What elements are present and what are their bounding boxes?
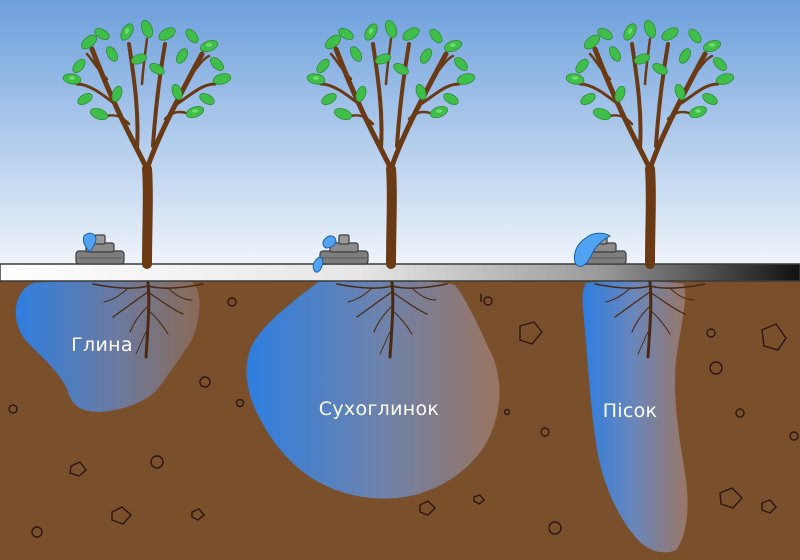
water-bulb-loam — [246, 279, 500, 499]
water-bulb-sand — [582, 280, 688, 553]
water-drop-loam-icon — [312, 235, 337, 273]
label-sand: Пісок — [602, 400, 658, 422]
water-drop-clay-icon — [83, 232, 97, 253]
sky — [0, 0, 800, 270]
soil-pebbles — [8, 294, 799, 538]
label-loam: Сухоглинок — [318, 398, 440, 420]
water-bulb-clay — [15, 279, 200, 412]
label-clay: Глина — [71, 334, 133, 356]
water-stream-sand-icon — [573, 232, 611, 267]
drip-pipe — [0, 263, 800, 282]
